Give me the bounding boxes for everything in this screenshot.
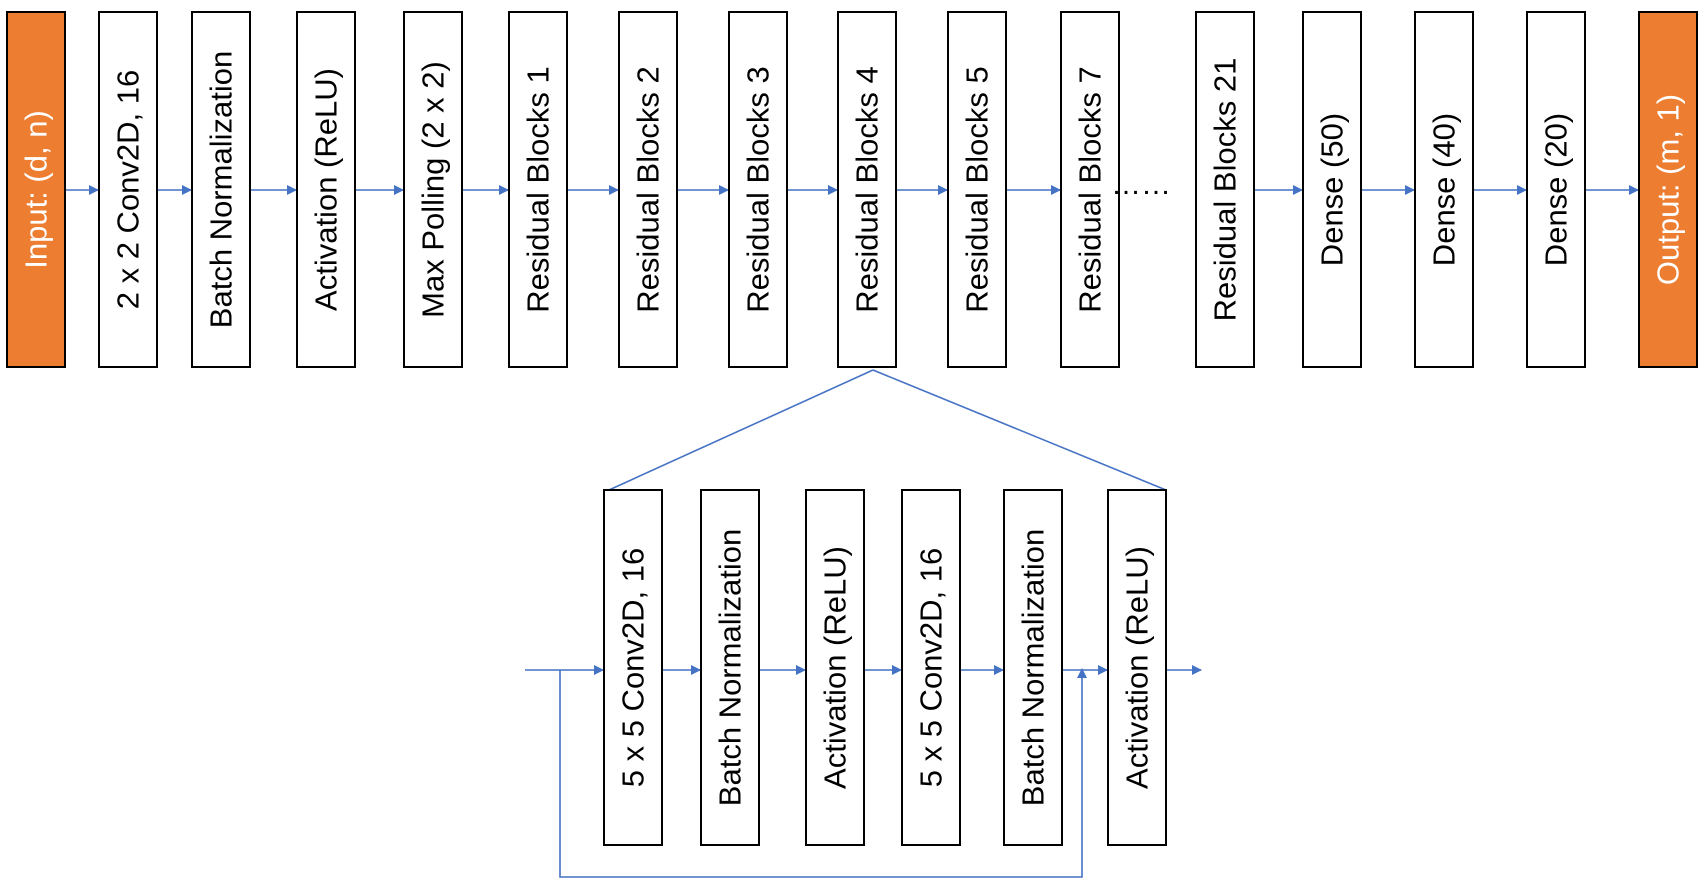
layer-output: Output: (m, 1) <box>1638 11 1698 368</box>
layer-batch-norm-box <box>191 11 251 368</box>
residual-layer-conv2d-5x5-b-label: 5 x 5 Conv2D, 16 <box>914 548 949 788</box>
layer-dense-40-box <box>1414 11 1474 368</box>
residual-layer-conv2d-5x5-a-box <box>603 489 663 846</box>
residual-layer-batch-norm-a: Batch Normalization <box>700 489 760 846</box>
layer-max-pooling: Max Polling (2 x 2) <box>403 11 463 368</box>
residual-block-detail: 5 x 5 Conv2D, 16 Batch Normalization Activ… <box>603 489 1167 846</box>
residual-layer-batch-norm-a-label: Batch Normalization <box>713 529 748 806</box>
skip-connection <box>559 668 1087 878</box>
layer-residual-21: Residual Blocks 21 <box>1195 11 1255 368</box>
zoom-line-left <box>608 369 874 491</box>
layer-residual-2-box <box>618 11 678 368</box>
residual-layer-activation-b: Activation (ReLU) <box>1107 489 1167 846</box>
residual-layer-activation-a: Activation (ReLU) <box>805 489 865 846</box>
layer-residual-1-box <box>508 11 568 368</box>
residual-layer-activation-b-label: Activation (ReLU) <box>1120 546 1155 789</box>
layer-input-label: Input: (d, n) <box>19 110 54 269</box>
layer-batch-norm-label: Batch Normalization <box>204 51 239 328</box>
layer-residual-5-label: Residual Blocks 5 <box>960 66 995 312</box>
layer-residual-7-label: Residual Blocks 7 <box>1073 66 1108 312</box>
layer-conv2d-2x2-label: 2 x 2 Conv2D, 16 <box>111 70 146 310</box>
residual-layer-activation-a-box <box>805 489 865 846</box>
residual-layer-conv2d-5x5-b: 5 x 5 Conv2D, 16 <box>901 489 961 846</box>
layer-max-pooling-box <box>403 11 463 368</box>
zoom-line-right <box>872 369 1167 491</box>
layer-dense-20-label: Dense (20) <box>1539 113 1574 266</box>
residual-layer-conv2d-5x5-a: 5 x 5 Conv2D, 16 <box>603 489 663 846</box>
layer-residual-3: Residual Blocks 3 <box>728 11 788 368</box>
layer-residual-1-label: Residual Blocks 1 <box>521 66 556 312</box>
residual-zoom-lines <box>608 369 1167 491</box>
main-layer-row: Input: (d, n) 2 x 2 Conv2D, 16 Batch Norma… <box>6 11 1698 368</box>
layer-residual-21-box <box>1195 11 1255 368</box>
layer-residual-2-label: Residual Blocks 2 <box>631 66 666 312</box>
layer-batch-norm: Batch Normalization <box>191 11 251 368</box>
residual-layer-activation-b-box <box>1107 489 1167 846</box>
layer-dense-50-box <box>1302 11 1362 368</box>
layer-output-label: Output: (m, 1) <box>1651 94 1686 285</box>
layer-residual-4-label: Residual Blocks 4 <box>850 66 885 312</box>
layer-activation: Activation (ReLU) <box>296 11 356 368</box>
layer-output-box <box>1638 11 1698 368</box>
residual-layer-conv2d-5x5-b-box <box>901 489 961 846</box>
layer-dense-20-box <box>1526 11 1586 368</box>
layer-residual-21-label: Residual Blocks 21 <box>1208 58 1243 322</box>
layer-dense-40-label: Dense (40) <box>1427 113 1462 266</box>
layer-residual-5-box <box>947 11 1007 368</box>
layer-dense-50: Dense (50) <box>1302 11 1362 368</box>
layer-residual-5: Residual Blocks 5 <box>947 11 1007 368</box>
ellipsis-dots: …… <box>1111 168 1171 201</box>
layer-residual-7-box <box>1060 11 1120 368</box>
layer-input-box <box>6 11 66 368</box>
residual-layer-batch-norm-b-box <box>1003 489 1063 846</box>
layer-conv2d-2x2: 2 x 2 Conv2D, 16 <box>98 11 158 368</box>
layer-residual-1: Residual Blocks 1 <box>508 11 568 368</box>
layer-activation-box <box>296 11 356 368</box>
layer-conv2d-2x2-box <box>98 11 158 368</box>
layer-residual-4: Residual Blocks 4 <box>837 11 897 368</box>
layer-residual-3-box <box>728 11 788 368</box>
residual-layer-activation-a-label: Activation (ReLU) <box>818 546 853 789</box>
residual-layer-batch-norm-b: Batch Normalization <box>1003 489 1063 846</box>
layer-dense-50-label: Dense (50) <box>1315 113 1350 266</box>
residual-layer-batch-norm-b-label: Batch Normalization <box>1016 529 1051 806</box>
layer-residual-7: Residual Blocks 7 <box>1060 11 1120 368</box>
layer-dense-20: Dense (20) <box>1526 11 1586 368</box>
residual-layer-batch-norm-a-box <box>700 489 760 846</box>
layer-max-pooling-label: Max Polling (2 x 2) <box>416 61 451 318</box>
layer-residual-2: Residual Blocks 2 <box>618 11 678 368</box>
layer-activation-label: Activation (ReLU) <box>309 68 344 311</box>
layer-dense-40: Dense (40) <box>1414 11 1474 368</box>
layer-residual-4-box <box>837 11 897 368</box>
layer-input: Input: (d, n) <box>6 11 66 368</box>
skip-connection-line <box>559 668 1087 878</box>
residual-layer-conv2d-5x5-a-label: 5 x 5 Conv2D, 16 <box>616 548 651 788</box>
layer-residual-3-label: Residual Blocks 3 <box>741 66 776 312</box>
